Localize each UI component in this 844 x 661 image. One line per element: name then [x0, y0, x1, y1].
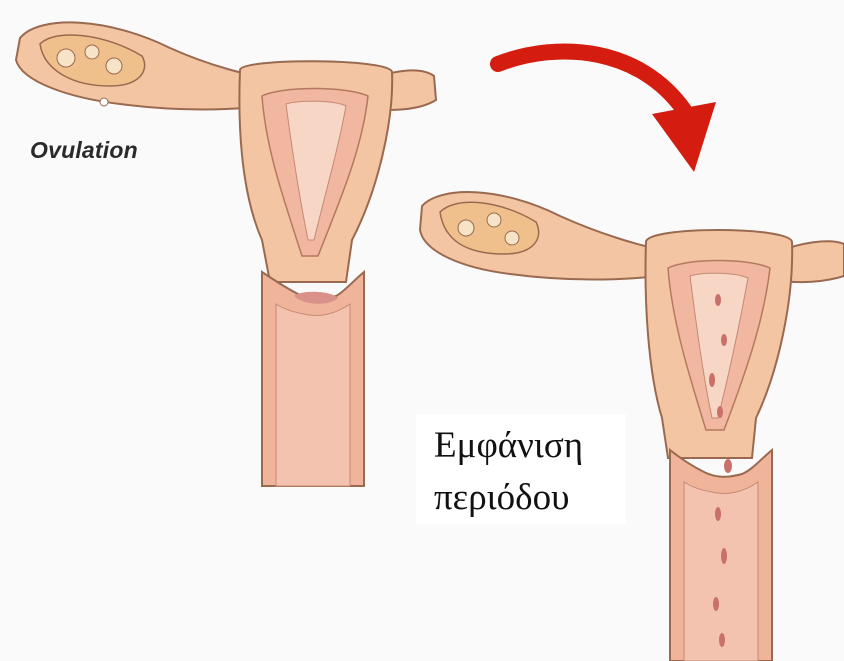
transition-arrow	[498, 51, 716, 172]
ovulation-label: Ovulation	[30, 137, 138, 164]
uterus-ovulation	[16, 22, 436, 486]
period-label-line2: περιόδου	[434, 472, 626, 524]
period-appearance-label: Εμφάνιση περιόδου	[416, 414, 626, 524]
period-label-line1: Εμφάνιση	[434, 420, 626, 472]
